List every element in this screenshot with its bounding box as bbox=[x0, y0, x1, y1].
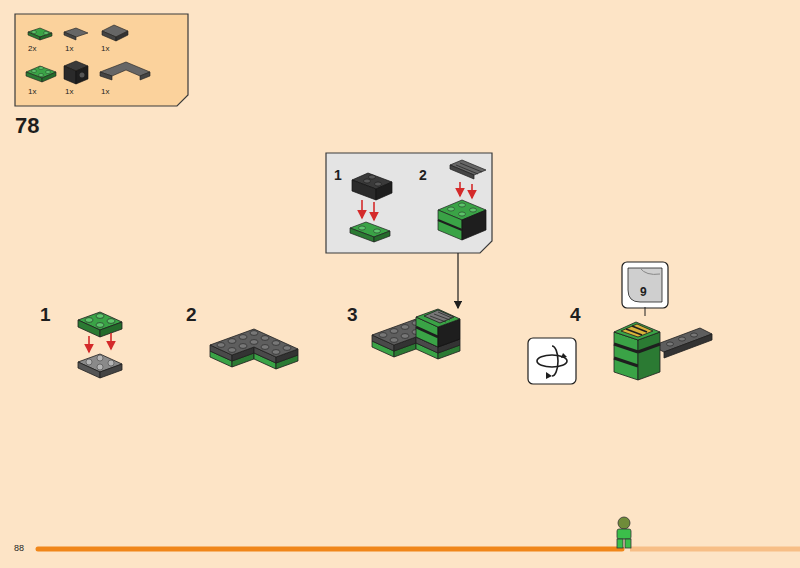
substep-number: 3 bbox=[347, 305, 358, 324]
quantity-label: 1x bbox=[65, 45, 73, 53]
substep-number: 1 bbox=[40, 305, 51, 324]
step-number: 78 bbox=[15, 115, 39, 137]
quantity-label: 1x bbox=[28, 88, 36, 96]
quantity-label: 1x bbox=[101, 45, 109, 53]
substep-number: 2 bbox=[186, 305, 197, 324]
quantity-label: 1x bbox=[101, 88, 109, 96]
substep-number: 4 bbox=[570, 305, 581, 324]
substep-number: 2 bbox=[419, 168, 427, 182]
page-number: 88 bbox=[14, 544, 24, 553]
sticker-number: 9 bbox=[640, 286, 647, 298]
substep-number: 1 bbox=[334, 168, 342, 182]
quantity-label: 2x bbox=[28, 45, 36, 53]
quantity-label: 1x bbox=[65, 88, 73, 96]
